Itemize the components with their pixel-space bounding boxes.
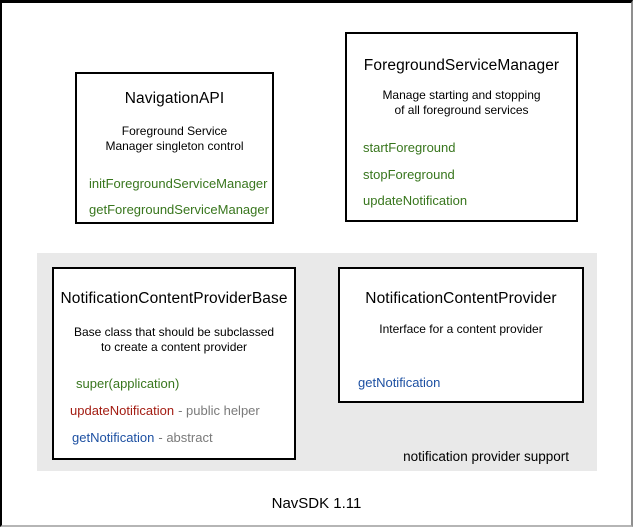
- method-name: updateNotification: [70, 403, 175, 418]
- method-suffix: - abstract: [158, 430, 213, 445]
- method-update-notification: updateNotification- public helper: [54, 403, 294, 418]
- class-box-notification-content-provider: NotificationContentProvider Interface fo…: [338, 267, 584, 403]
- method-super-application: super(application): [54, 376, 294, 391]
- description-line: Base class that should be subclassed: [73, 325, 275, 339]
- description-line: of all foreground services: [394, 103, 529, 117]
- method-update-notification: updateNotification: [363, 193, 468, 208]
- method-get-foreground-service-manager: getForegroundServiceManager: [89, 202, 269, 217]
- class-description: Interface for a content provider: [340, 322, 582, 337]
- class-description: Base class that should be subclassed to …: [54, 325, 294, 355]
- class-title: ForegroundServiceManager: [363, 57, 560, 74]
- description-line: Manager singleton control: [105, 139, 244, 153]
- class-title: NotificationContentProviderBase: [60, 290, 288, 307]
- class-description: Manage starting and stopping of all fore…: [347, 88, 576, 118]
- class-box-notification-content-provider-base: NotificationContentProviderBase Base cla…: [52, 267, 296, 460]
- method-init-foreground-service-manager: initForegroundServiceManager: [89, 176, 268, 191]
- method-name: getNotification: [72, 430, 155, 445]
- class-description: Foreground Service Manager singleton con…: [77, 124, 272, 154]
- class-title: NavigationAPI: [124, 90, 225, 107]
- description-line: Interface for a content provider: [379, 322, 543, 336]
- method-get-notification: getNotification: [358, 375, 441, 390]
- description-line: to create a content provider: [100, 340, 248, 354]
- method-start-foreground: startForeground: [363, 140, 456, 155]
- description-line: Foreground Service: [121, 124, 228, 138]
- diagram-caption: NavSDK 1.11: [271, 495, 362, 512]
- description-line: Manage starting and stopping: [382, 88, 541, 102]
- group-label: notification provider support: [403, 449, 569, 464]
- class-box-foreground-service-manager: ForegroundServiceManager Manage starting…: [345, 32, 578, 222]
- class-title: NotificationContentProvider: [365, 290, 557, 307]
- method-stop-foreground: stopForeground: [363, 167, 455, 182]
- class-box-navigation-api: NavigationAPI Foreground Service Manager…: [75, 72, 274, 224]
- method-name: super(application): [76, 376, 180, 391]
- method-get-notification: getNotification- abstract: [54, 430, 294, 445]
- method-suffix: - public helper: [178, 403, 260, 418]
